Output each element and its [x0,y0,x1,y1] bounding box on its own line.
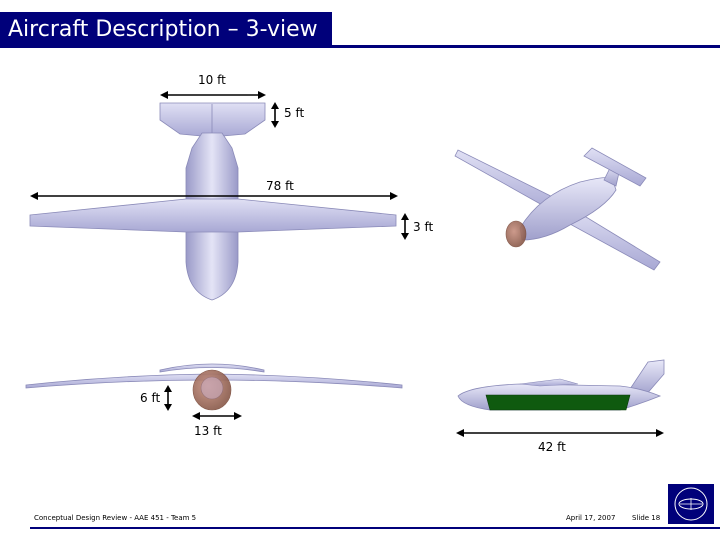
length-label: 42 ft [538,440,566,454]
front-view [25,363,403,411]
prop-diameter-label: 13 ft [194,424,222,438]
footer-slide-number: Slide 18 [632,514,661,522]
tail-span-label: 10 ft [198,73,226,87]
wing-chord-label: 3 ft [413,220,434,234]
dimension-arrows [30,91,664,437]
isometric-view [454,147,661,271]
slide-title: Aircraft Description – 3-view [8,17,318,42]
team-logo-icon [668,484,714,524]
title-bar [0,12,332,48]
height-label: 6 ft [140,391,161,405]
top-view [29,102,397,301]
title-underline [332,45,720,48]
side-view [457,359,665,411]
footer-presentation-title: Conceptual Design Review - AAE 451 - Tea… [34,514,197,522]
footer-rule [30,527,720,529]
wingspan-label: 78 ft [266,179,294,193]
tail-chord-label: 5 ft [284,106,305,120]
footer-date: April 17, 2007 [566,514,616,522]
